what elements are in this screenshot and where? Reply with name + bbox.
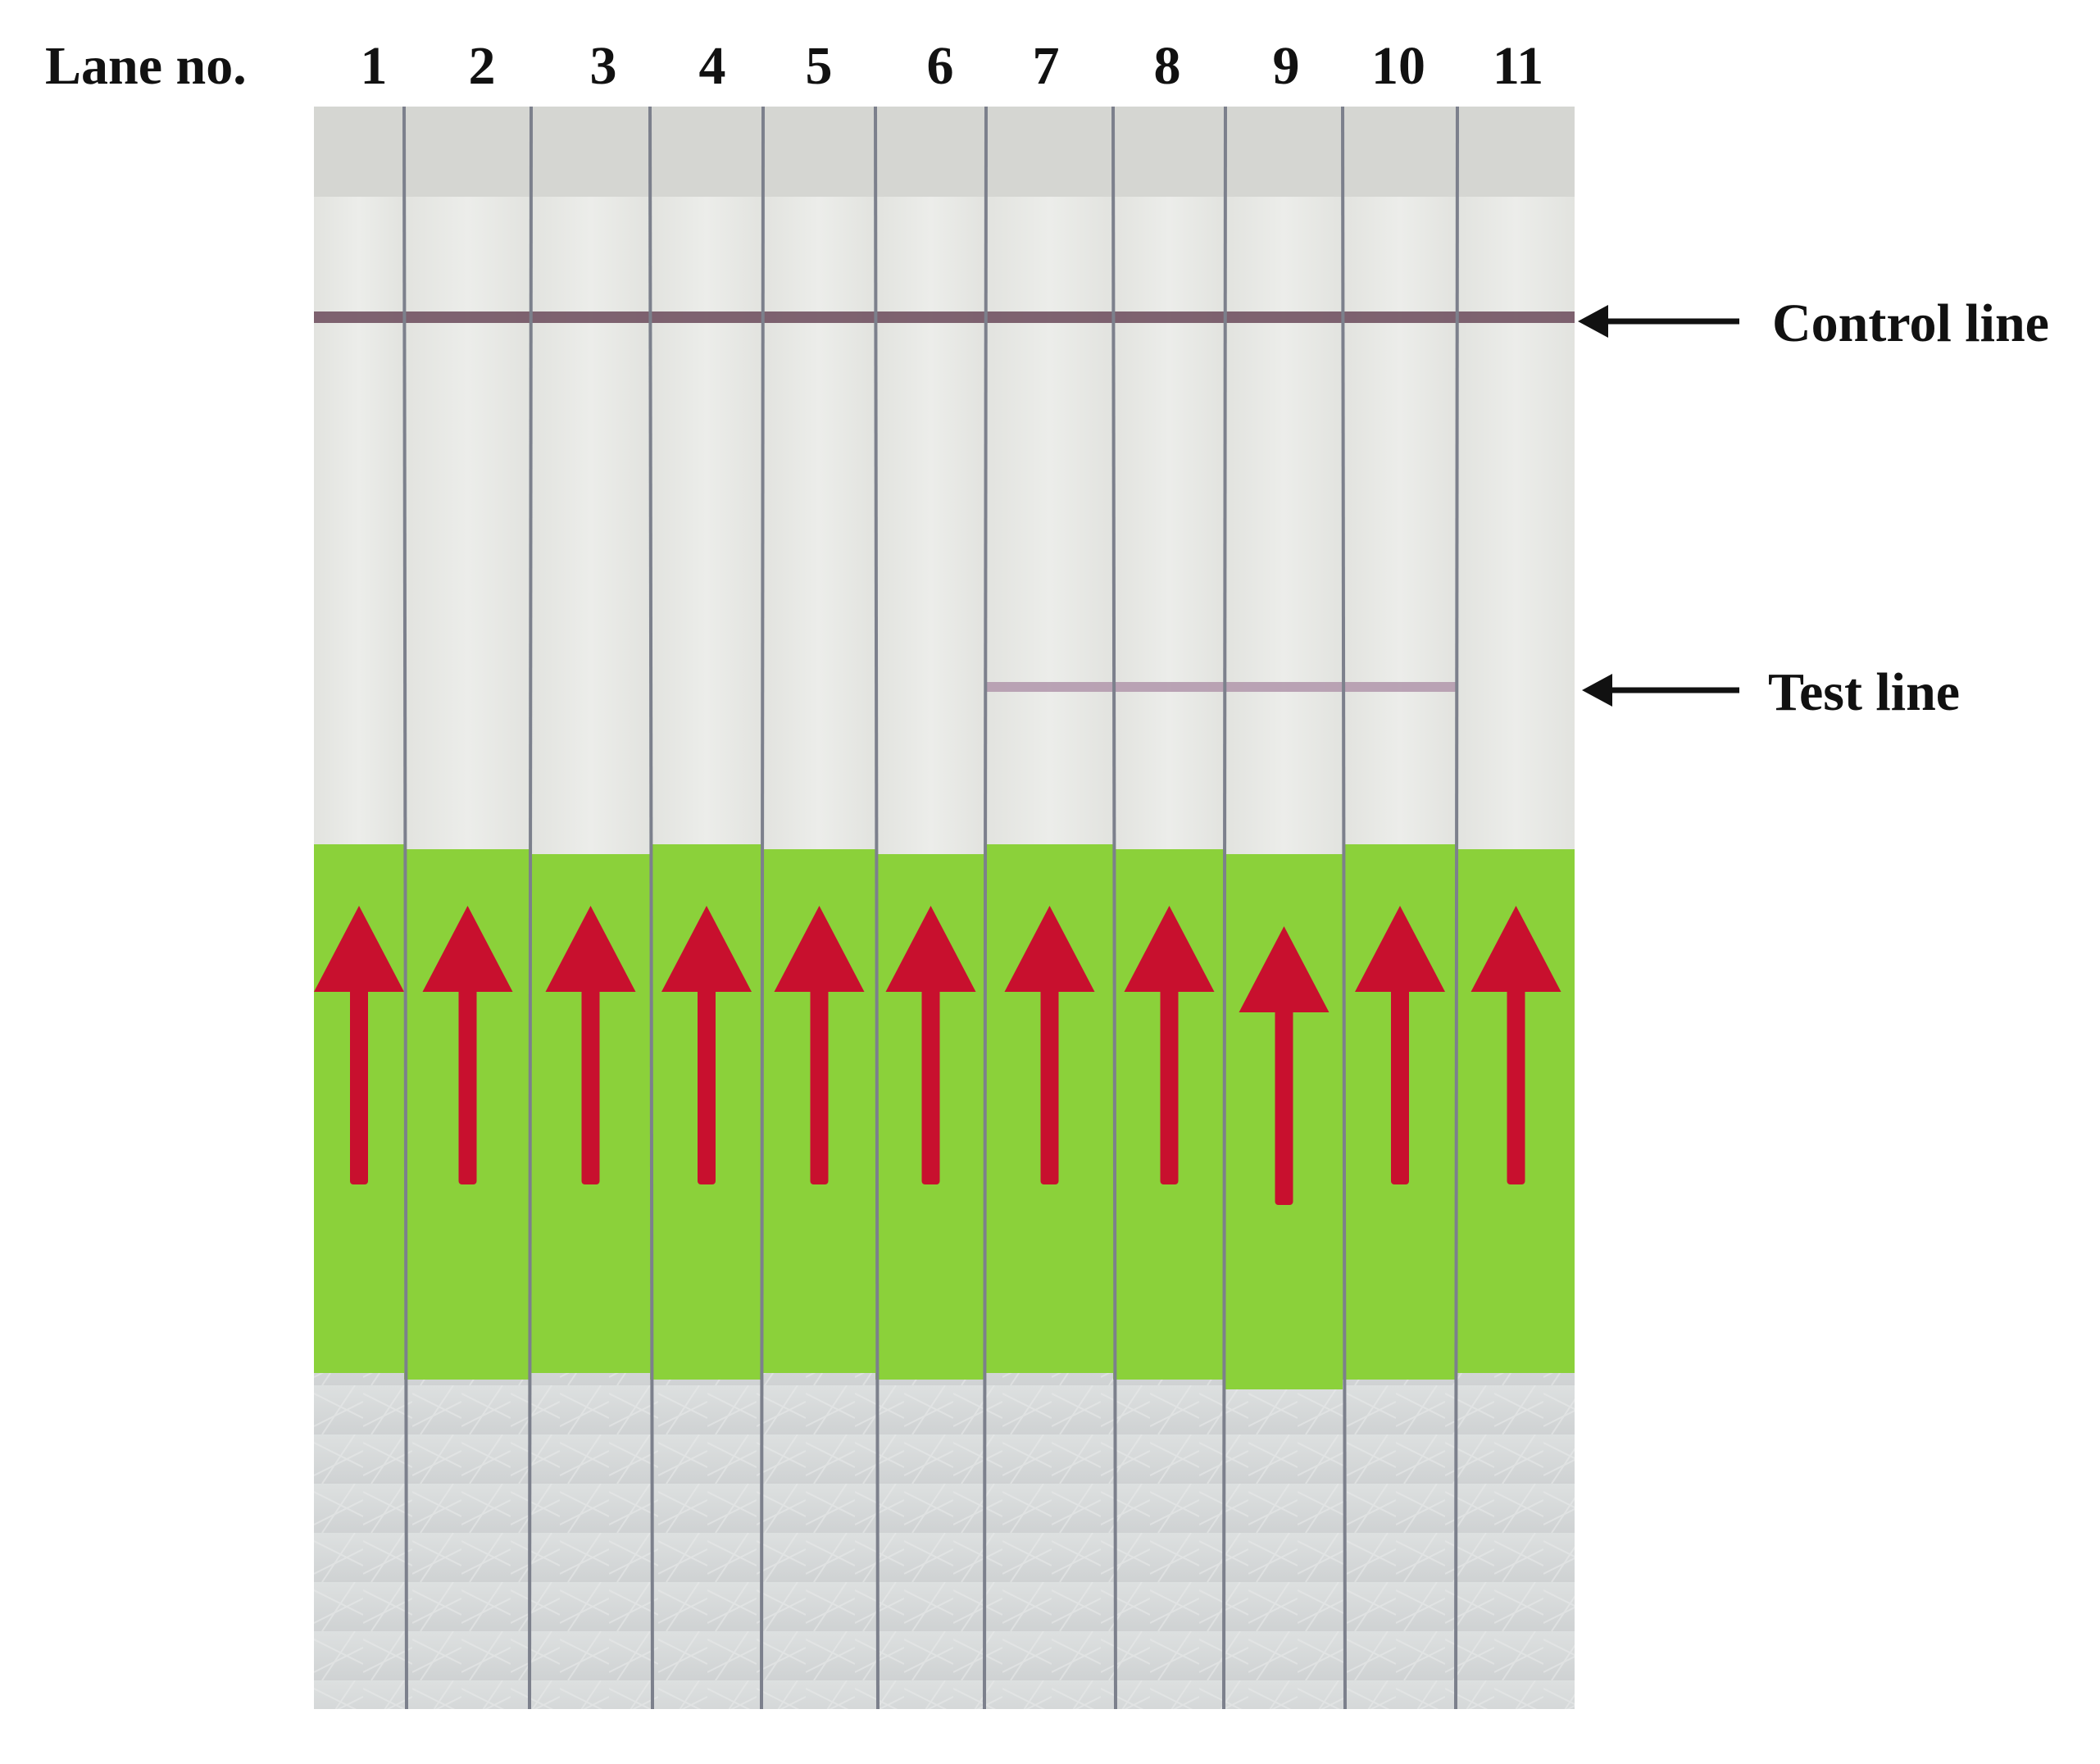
absorbent-pad — [1457, 1373, 1575, 1709]
strip-divider — [528, 107, 533, 1709]
control-line-mark — [404, 311, 531, 323]
up-arrow-icon — [1275, 1000, 1293, 1205]
strip-cap — [314, 107, 404, 197]
test-line-mark — [986, 682, 1113, 692]
strip-cap — [875, 107, 986, 197]
strip-divider — [648, 107, 654, 1709]
left-arrow-icon — [1578, 305, 1739, 338]
lane-number-1: 1 — [360, 36, 388, 96]
absorbent-pad — [404, 1380, 531, 1709]
up-arrow-icon — [774, 906, 865, 992]
lane-number-6: 6 — [926, 36, 954, 96]
lane-number-10: 10 — [1371, 36, 1425, 96]
control-line-mark — [1225, 311, 1343, 323]
strip-membrane — [650, 197, 763, 844]
control-line-mark — [531, 311, 650, 323]
strip-membrane — [1225, 197, 1343, 854]
up-arrow-icon — [1355, 906, 1445, 992]
strip-divider — [1454, 107, 1459, 1709]
up-arrow-icon — [698, 980, 716, 1184]
lane-number-9: 9 — [1272, 36, 1300, 96]
absorbent-pad — [875, 1380, 986, 1709]
up-arrow-icon — [581, 980, 600, 1184]
lane-header-label: Lane no. — [45, 36, 247, 96]
strip-membrane — [1457, 197, 1575, 849]
lane-number-7: 7 — [1032, 36, 1060, 96]
up-arrow-icon — [1391, 980, 1409, 1184]
strip-cap — [1343, 107, 1457, 197]
strip-cap — [763, 107, 875, 197]
strip-membrane — [531, 197, 650, 854]
absorbent-pad — [314, 1373, 404, 1709]
up-arrow-icon — [1507, 980, 1525, 1184]
absorbent-pad — [986, 1373, 1113, 1709]
strip-cap — [1225, 107, 1343, 197]
lane-number-8: 8 — [1153, 36, 1181, 96]
strip-membrane — [763, 197, 875, 849]
strip-membrane — [404, 197, 531, 849]
control-line-mark — [1113, 311, 1225, 323]
strip-divider — [874, 107, 880, 1709]
lane-number-4: 4 — [698, 36, 726, 96]
lane-number-5: 5 — [805, 36, 833, 96]
absorbent-pad — [1225, 1389, 1343, 1709]
strip-cap — [650, 107, 763, 197]
test-line-label: Test line — [1768, 662, 1961, 722]
up-arrow-icon — [458, 980, 477, 1184]
strip-cap — [1457, 107, 1575, 197]
control-line-mark — [986, 311, 1113, 323]
absorbent-pad — [1343, 1380, 1457, 1709]
up-arrow-icon — [314, 906, 404, 992]
strip-cap — [1113, 107, 1225, 197]
strip-cap — [986, 107, 1113, 197]
control-line-mark — [314, 311, 404, 323]
control-line-mark — [1457, 311, 1575, 323]
up-arrow-icon — [921, 980, 940, 1184]
strip-divider — [983, 107, 988, 1709]
test-strip-photo — [314, 107, 1575, 1709]
up-arrow-icon — [350, 980, 368, 1184]
up-arrow-icon — [1040, 980, 1059, 1184]
absorbent-pad — [531, 1373, 650, 1709]
up-arrow-icon — [1470, 906, 1561, 992]
up-arrow-icon — [661, 906, 752, 992]
control-line-mark — [763, 311, 875, 323]
up-arrow-icon — [1124, 906, 1215, 992]
strip-membrane — [986, 197, 1113, 844]
strip-cap — [531, 107, 650, 197]
absorbent-pad — [763, 1373, 875, 1709]
up-arrow-icon — [545, 906, 636, 992]
test-line-mark — [1343, 682, 1457, 692]
up-arrow-icon — [885, 906, 976, 992]
control-line-mark — [650, 311, 763, 323]
strip-membrane — [1113, 197, 1225, 849]
strip-membrane — [1343, 197, 1457, 844]
control-line-mark — [875, 311, 986, 323]
strip-divider — [1222, 107, 1227, 1709]
strip-membrane — [875, 197, 986, 854]
up-arrow-icon — [1004, 906, 1095, 992]
absorbent-pad — [1113, 1380, 1225, 1709]
control-line-mark — [1343, 311, 1457, 323]
strip-membrane — [314, 197, 404, 844]
strip-divider — [1341, 107, 1347, 1709]
lane-number-11: 11 — [1492, 36, 1544, 96]
left-arrow-icon — [1582, 674, 1739, 707]
lane-number-3: 3 — [589, 36, 617, 96]
lane-number-2: 2 — [468, 36, 496, 96]
strip-divider — [760, 107, 765, 1709]
control-line-label: Control line — [1772, 293, 2049, 353]
up-arrow-icon — [810, 980, 829, 1184]
test-line-mark — [1113, 682, 1225, 692]
up-arrow-icon — [1160, 980, 1179, 1184]
strip-divider — [402, 107, 408, 1709]
strip-cap — [404, 107, 531, 197]
up-arrow-icon — [1239, 926, 1330, 1012]
test-line-mark — [1225, 682, 1343, 692]
up-arrow-icon — [422, 906, 513, 992]
absorbent-pad — [650, 1380, 763, 1709]
strips-group — [314, 107, 1575, 1709]
strip-divider — [1111, 107, 1117, 1709]
